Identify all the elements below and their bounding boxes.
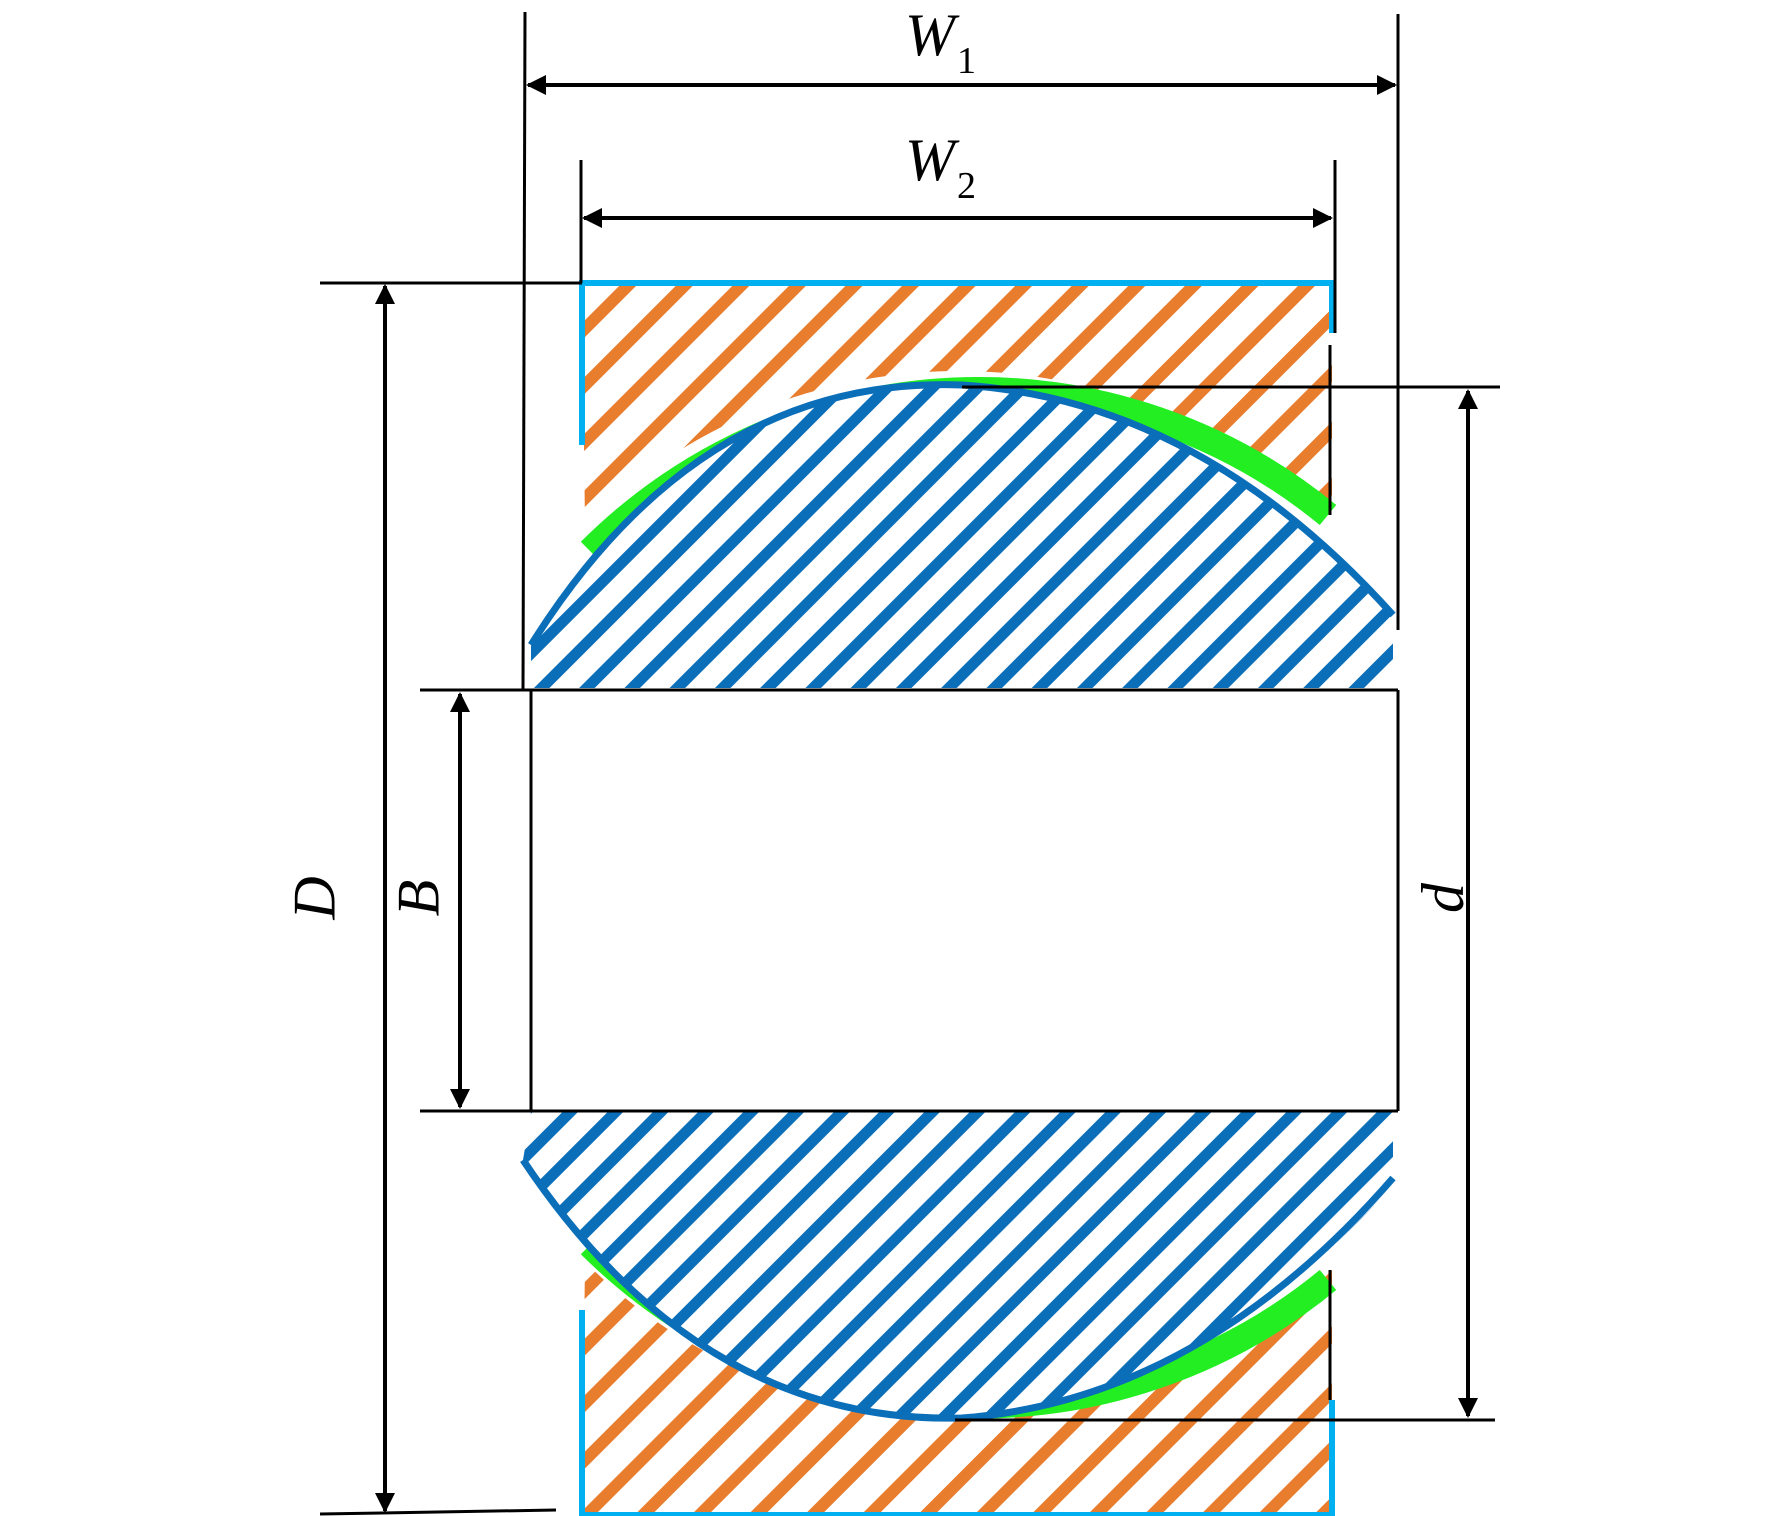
- outer-ring-top: [582, 283, 1332, 525]
- label-w1: W1: [905, 2, 976, 82]
- bore: [531, 690, 1393, 1110]
- outer-ring-edges: [579, 280, 1335, 1516]
- outer-ring-bottom: [582, 1262, 1332, 1515]
- inner-ring-bottom: [520, 1112, 1396, 1422]
- label-ball-diameter: d: [1410, 883, 1476, 913]
- label-outer-diameter: D: [281, 876, 348, 920]
- label-w2: W2: [905, 127, 976, 207]
- dimension-arrows: [375, 75, 1478, 1513]
- extension-lines: [319, 11, 1500, 1516]
- inner-ring-top: [528, 381, 1396, 688]
- label-bore-width: B: [385, 879, 452, 917]
